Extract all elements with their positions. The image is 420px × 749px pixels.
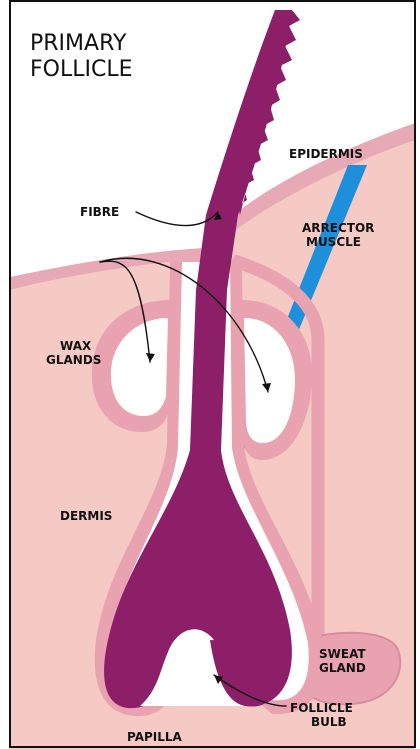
label-wax-line-1: WAX — [60, 339, 92, 353]
label-papilla: PAPILLA — [127, 730, 183, 744]
label-follicle-line-1: FOLLICLE — [290, 701, 353, 715]
label-sweat-line-2: GLAND — [319, 661, 366, 675]
label-arrector-line-2: MUSCLE — [306, 235, 361, 249]
label-fibre: FIBRE — [80, 205, 119, 219]
label-wax-line-2: GLANDS — [46, 353, 101, 367]
label-dermis: DERMIS — [60, 509, 112, 523]
title-line-1: PRIMARY — [30, 31, 127, 56]
label-follicle-line-2: BULB — [311, 715, 347, 729]
title-line-2: FOLLICLE — [30, 57, 133, 82]
label-sweat-line-1: SWEAT — [319, 647, 366, 661]
label-arrector-line-1: ARRECTOR — [302, 221, 374, 235]
label-epidermis: EPIDERMIS — [289, 147, 363, 161]
